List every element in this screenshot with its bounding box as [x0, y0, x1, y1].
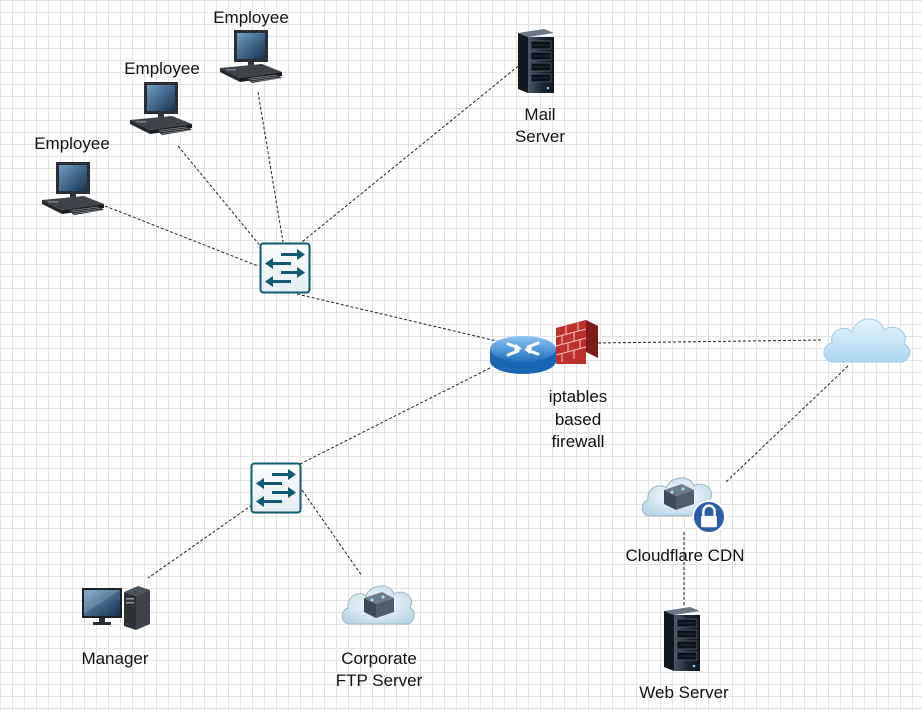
node-label-web-server: Web Server [639, 683, 729, 702]
edge-internet-to-cdn [725, 365, 849, 483]
cloud-server-icon[interactable] [341, 585, 415, 625]
node-label-cdn: Cloudflare CDN [625, 546, 745, 565]
edge-switch-bottom-to-manager [147, 504, 253, 579]
edge-switch-bottom-to-ftp-server [301, 489, 363, 577]
node-label-ftp-server: Corporate FTP Server [335, 649, 423, 690]
desktop-computer-icon[interactable] [41, 161, 105, 216]
server-rack-icon[interactable] [517, 28, 555, 94]
node-label-employee-2: Employee [124, 59, 200, 78]
lock-icon [692, 500, 726, 534]
network-switch-icon[interactable] [250, 462, 302, 514]
edge-switch-top-to-router [296, 293, 506, 344]
node-label-mail-server: Mail Server [514, 105, 566, 146]
edge-employee-1-to-switch-top [104, 205, 259, 267]
node-label-manager: Manager [81, 649, 149, 668]
edge-mail-server-to-switch-top [296, 62, 523, 247]
desktop-computer-icon[interactable] [129, 81, 193, 136]
brick-firewall-icon[interactable] [555, 319, 599, 365]
node-label-firewall: iptables based firewall [548, 387, 608, 451]
network-switch-icon[interactable] [259, 242, 311, 294]
edge-firewall-to-internet [597, 339, 823, 344]
node-label-employee-1: Employee [34, 134, 110, 153]
edge-employee-3-to-switch-top [257, 91, 284, 243]
server-rack-icon[interactable] [663, 606, 701, 672]
cloud-icon[interactable] [823, 318, 911, 363]
connection-lines [104, 62, 849, 607]
edge-router-to-switch-bottom [299, 367, 491, 465]
workstation-icon[interactable] [82, 586, 150, 630]
router-icon[interactable] [488, 334, 558, 376]
node-label-employee-3: Employee [213, 8, 289, 27]
desktop-computer-icon[interactable] [219, 29, 283, 84]
edge-employee-2-to-switch-top [177, 145, 263, 249]
